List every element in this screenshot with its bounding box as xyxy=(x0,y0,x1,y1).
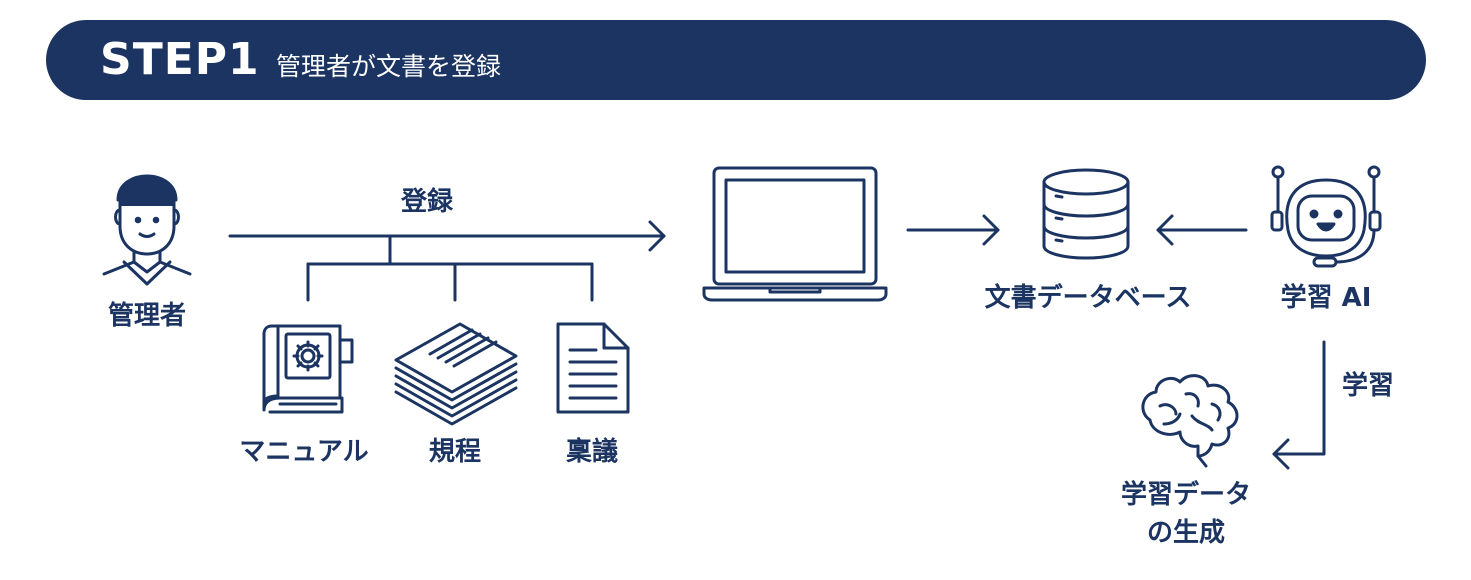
manual-book-icon xyxy=(262,324,354,414)
laptop-icon xyxy=(702,166,888,302)
step-title: 管理者が文書を登録 xyxy=(276,52,502,81)
brain-icon xyxy=(1141,374,1239,468)
step-number: STEP1 xyxy=(100,34,260,85)
ai-to-database-arrow xyxy=(1156,214,1248,246)
rules-label: 規程 xyxy=(428,437,482,467)
learn-label: 学習 xyxy=(1341,371,1395,401)
person-icon xyxy=(102,174,192,286)
admin-label: 管理者 xyxy=(107,301,187,331)
output-label-line1: 学習データ xyxy=(1120,480,1252,510)
output-label: 学習データ の生成 xyxy=(1121,476,1251,552)
step-banner xyxy=(46,20,1426,100)
learn-arrow xyxy=(1272,340,1326,470)
robot-icon xyxy=(1270,165,1382,268)
paper-stack-icon xyxy=(394,322,518,426)
ai-label: 学習 AI xyxy=(1280,283,1372,313)
database-icon xyxy=(1042,168,1130,260)
document-icon xyxy=(556,322,630,414)
manual-label: マニュアル xyxy=(239,437,369,467)
laptop-to-database-arrow xyxy=(906,214,1000,246)
output-label-line2: の生成 xyxy=(1146,518,1226,548)
document-branches xyxy=(306,234,594,302)
database-label: 文書データベース xyxy=(984,283,1192,313)
proposal-label: 稟議 xyxy=(565,437,619,467)
register-label: 登録 xyxy=(400,187,454,217)
register-arrow xyxy=(228,220,666,252)
